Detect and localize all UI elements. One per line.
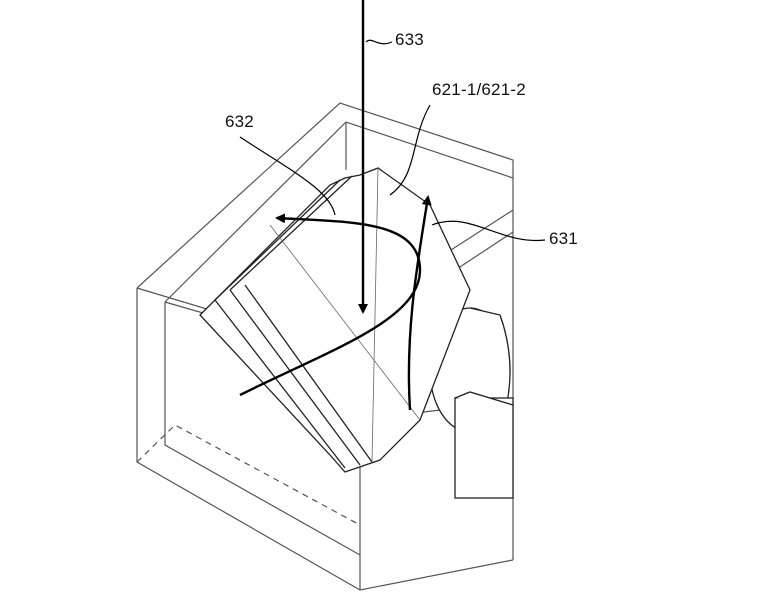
label-631: 631 xyxy=(549,229,578,248)
reflected-arrow xyxy=(239,213,422,397)
label-621: 621-1/621-2 xyxy=(432,80,526,99)
light-paths xyxy=(239,0,432,411)
label-633: 633 xyxy=(395,30,424,49)
label-632: 632 xyxy=(225,112,254,131)
transmitted-arrow xyxy=(407,195,432,411)
motor-assembly xyxy=(429,307,514,499)
leader-lines xyxy=(239,39,546,242)
mirror-stack xyxy=(199,167,471,473)
